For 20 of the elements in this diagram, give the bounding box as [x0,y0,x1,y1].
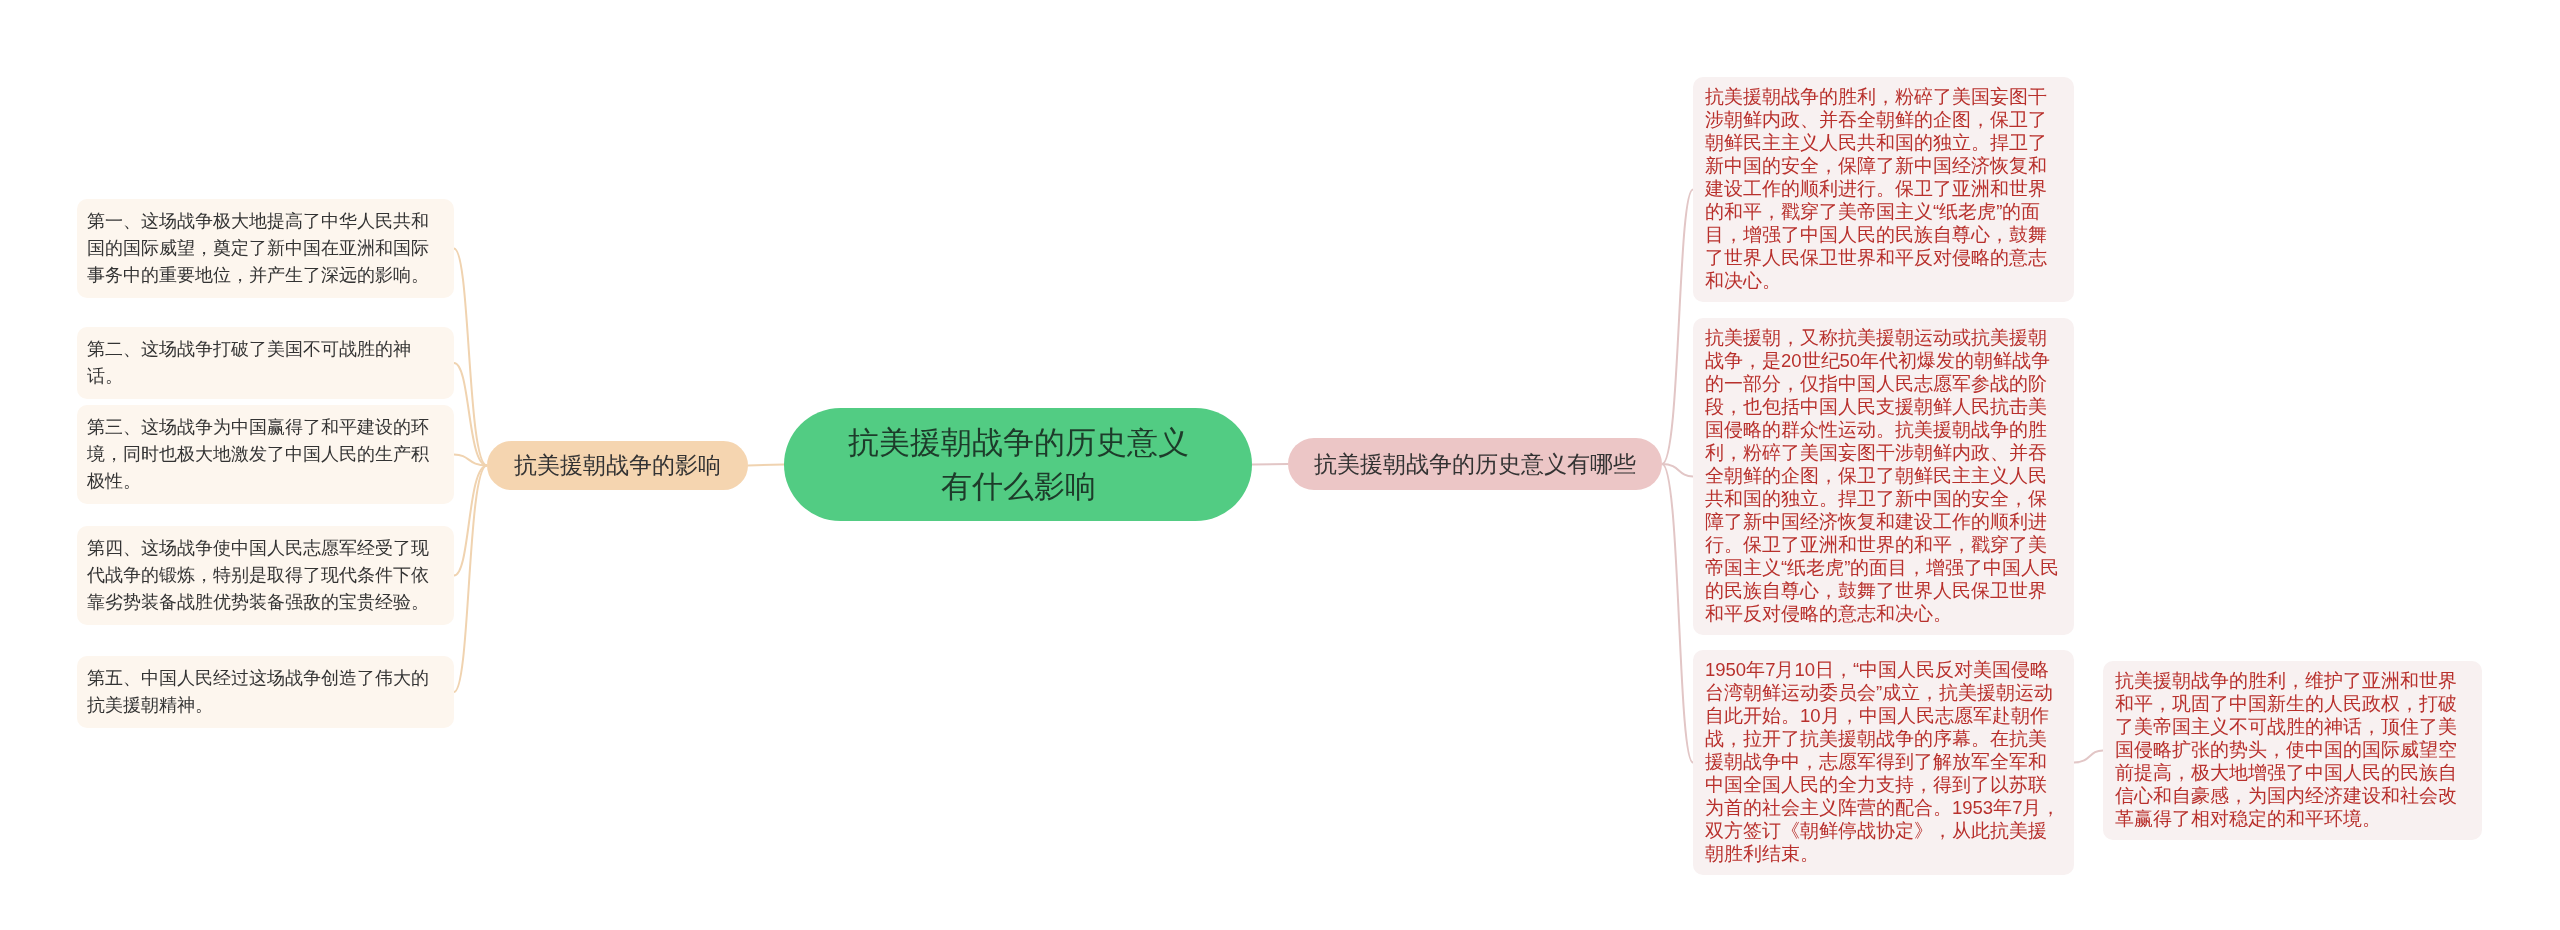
text-card: 1950年7月10日，“中国人民反对美国侵略台湾朝鲜运动委员会”成立，抗美援朝运动自此开始。10月，中国人民志愿军赴朝作战，拉开了抗美援朝战争的序幕。在抗美援朝战争中，志愿军得到了解放军全军和中国全国人民的全力支持，得到了以苏联为首的社会主义阵营的配合。1953年7月，双方签订《朝鲜停战协定》，从此抗美援朝胜利结束。 [1693,650,2074,875]
branch-topic: 抗美援朝战争的影响 [487,441,748,490]
text-card: 抗美援朝战争的胜利，维护了亚洲和世界和平，巩固了中国新生的人民政权，打破了美帝国主义不可战胜的神话，顶住了美国侵略扩张的势头，使中国的国际威望空前提高，极大地增强了中国人民的民族自信心和自豪感，为国内经济建设和社会改革赢得了相对稳定的和平环境。 [2103,661,2482,840]
text-card: 第一、这场战争极大地提高了中华人民共和国的国际威望，奠定了新中国在亚洲和国际事务中的重要地位，并产生了深远的影响。 [77,199,454,298]
connector-line [1251,463,1289,466]
central-topic: 抗美援朝战争的历史意义有什么影响 [784,408,1252,521]
text-card: 第三、这场战争为中国赢得了和平建设的环境，同时也极大地激发了中国人民的生产积极性。 [77,405,454,504]
connector-line [1661,463,1694,478]
connector-line [453,464,488,693]
connector-line [453,247,488,467]
text-card: 抗美援朝，又称抗美援朝运动或抗美援朝战争，是20世纪50年代初爆发的朝鲜战争的一部分，仅指中国人民志愿军参战的阶段，也包括中国人民支援朝鲜人民抗击美国侵略的群众性运动。抗美援朝战争的胜利，粉碎了美国妄图干涉朝鲜内政、并吞全朝鲜的企图，保卫了朝鲜民主主义人民共和国的独立。捍卫了新中国的安全，保障了新中国经济恢复和建设工作的顺利进行。保卫了亚洲和世界的和平，戳穿了美帝国主义“纸老虎”的面目，增强了中国人民的民族自尊心，鼓舞了世界人民保卫世界和平反对侵略的意志和决心。 [1693,318,2074,635]
connector-line [747,463,785,467]
connector-line [1661,463,1694,764]
text-card: 第四、这场战争使中国人民志愿军经受了现代战争的锻炼，特别是取得了现代条件下依靠劣势装备战胜优势装备强敌的宝贵经验。 [77,526,454,625]
text-card: 抗美援朝战争的胜利，粉碎了美国妄图干涉朝鲜内政、并吞全朝鲜的企图，保卫了朝鲜民主主义人民共和国的独立。捍卫了新中国的安全，保障了新中国经济恢复和建设工作的顺利进行。保卫了亚洲和世界的和平，戳穿了美帝国主义“纸老虎”的面目，增强了中国人民的民族自尊心，鼓舞了世界人民保卫世界和平反对侵略的意志和决心。 [1693,77,2074,302]
connector-line [1661,188,1694,465]
text-card: 第二、这场战争打破了美国不可战胜的神话。 [77,327,454,399]
text-card: 第五、中国人民经过这场战争创造了伟大的抗美援朝精神。 [77,656,454,728]
connector-line [2073,749,2104,764]
branch-topic: 抗美援朝战争的历史意义有哪些 [1288,438,1662,490]
